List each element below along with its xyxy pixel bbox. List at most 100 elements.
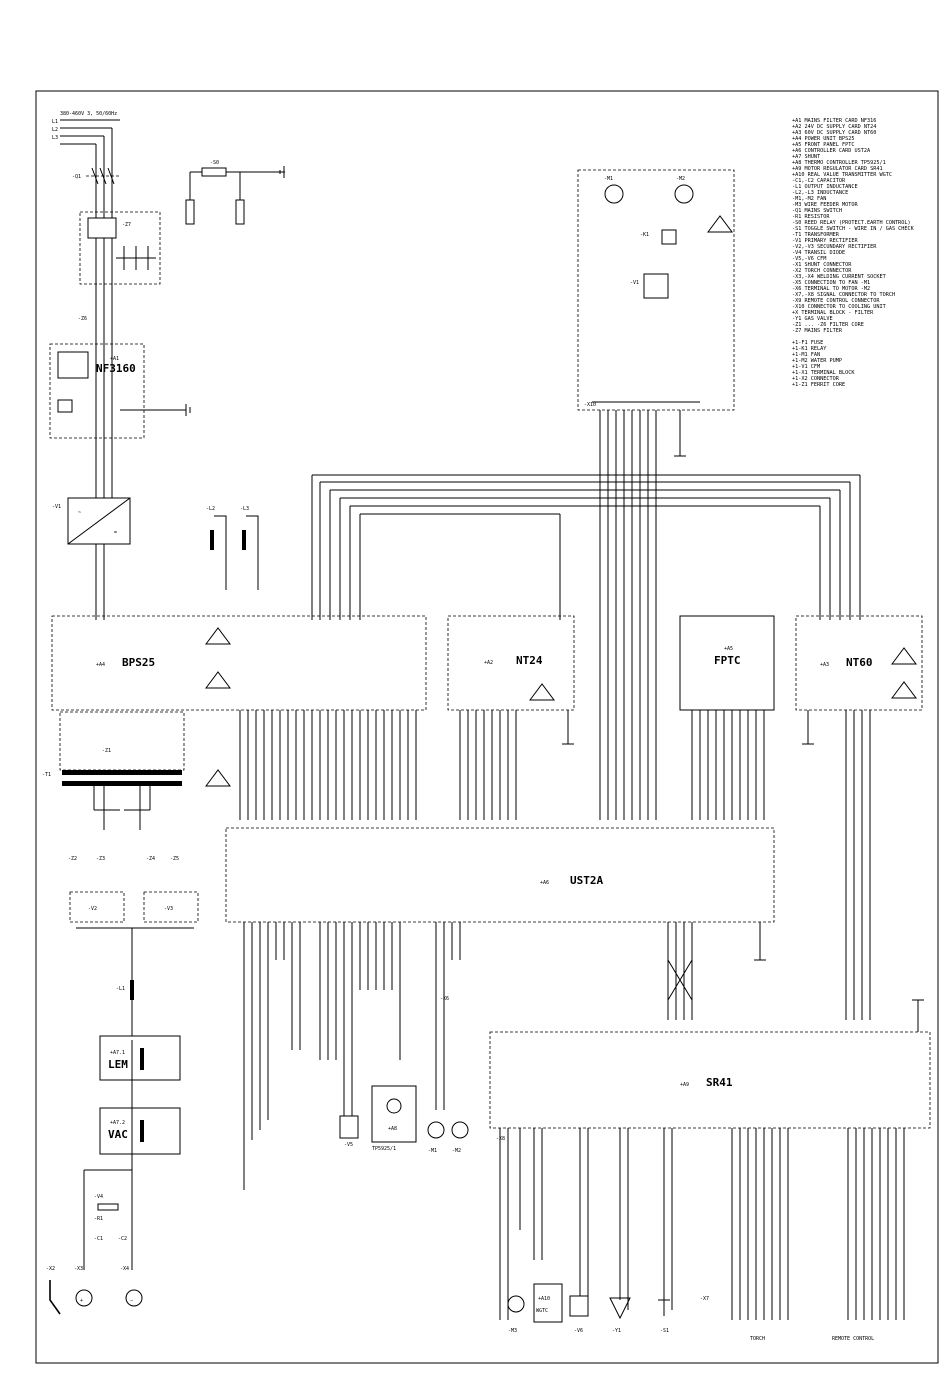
x10-label: -X10 xyxy=(584,402,596,408)
legend-3: +A4 POWER UNIT BPS25 xyxy=(792,136,854,142)
plus-label: + xyxy=(80,1298,83,1304)
s1-label: -S1 xyxy=(660,1328,669,1334)
legend-33: -Y1 GAS VALVE xyxy=(792,316,833,322)
plus-socket-icon xyxy=(75,1289,93,1307)
a1-ref: +A1 xyxy=(110,356,119,362)
a3-name: NT60 xyxy=(846,656,873,669)
legend-19: -T1 TRANSFORMER xyxy=(792,232,840,238)
block-a5-fptc: +A5 FPTC xyxy=(679,615,775,820)
legend-28: -X6 TERMINAL TO MOTOR -M2 xyxy=(792,286,870,292)
svg-text:=: = xyxy=(114,530,117,536)
a1-name: NF3160 xyxy=(96,362,136,375)
svg-text:~: ~ xyxy=(78,510,81,516)
legend-16: -R1 RESISTOR xyxy=(792,214,830,220)
block-a1-nf3160: +A1 NF3160 xyxy=(49,343,191,439)
cfm-v5: -V5 xyxy=(339,1115,359,1148)
output-filter: -V4 -R1 -C1 -C2 -X2 -X3 -X4 + − xyxy=(46,1040,143,1315)
legend2-0: +1-F1 FUSE xyxy=(792,340,823,346)
block-a6-ust2a: +A6 UST2A xyxy=(225,827,775,1190)
secondary-rectifiers: -Z2 -Z3 -Z4 -Z5 -V2 -V3 -L1 xyxy=(68,856,199,1040)
v6-label: -V6 xyxy=(574,1328,583,1334)
legend-14: -M3 WIRE FEEDER MOTOR xyxy=(792,202,858,208)
wire-harness xyxy=(311,410,861,820)
legend-21: -V2,-V3 SECUNDARY RECTIFIER xyxy=(792,244,877,250)
z3-label: -Z3 xyxy=(96,856,105,862)
mains-switch-q1: -Q1 xyxy=(72,167,120,185)
legend-9: +A10 REAL VALUE TRANSMITTER WGTC xyxy=(792,172,892,178)
legend-4: +A5 FRONT PANEL FPTC xyxy=(792,142,854,148)
a2-ref: +A2 xyxy=(484,660,493,666)
z7-label: -Z7 xyxy=(122,222,131,228)
legend-8: +A9 MOTOR REGULATOR CARD SR41 xyxy=(792,166,883,172)
v3-label: -V3 xyxy=(164,906,173,912)
l2-label: -L2 xyxy=(206,506,215,512)
block-a4-bps25: +A4 BPS25 xyxy=(51,615,427,820)
m3-label: -M3 xyxy=(508,1328,517,1334)
x7-label: -X7 xyxy=(700,1296,709,1302)
k1-label: -K1 xyxy=(640,232,649,238)
transformer-t1: -Z1 -T1 xyxy=(42,711,231,830)
c1-label: -C1 xyxy=(94,1236,103,1242)
z2-label: -Z2 xyxy=(68,856,77,862)
z6-label: -Z6 xyxy=(78,316,87,322)
legend-34: -Z1 ... -Z6 FILTER CORE xyxy=(792,322,864,328)
legend2-6: +1-X2 CONNECTOR xyxy=(792,376,840,382)
z5-label: -Z5 xyxy=(170,856,179,862)
legend-7: +A8 THERMO CONTROLLER TP5925/1 xyxy=(792,160,886,166)
vac-name: VAC xyxy=(108,1128,128,1141)
a2-name: NT24 xyxy=(516,654,543,667)
legend-0: +A1 MAINS FILTER CARD NF316 xyxy=(792,118,876,124)
legend-22: -V4 TRANSIL DIODE xyxy=(792,250,845,256)
r1-label: -R1 xyxy=(94,1216,103,1222)
c2-label: -C2 xyxy=(118,1236,127,1242)
legend: +A1 MAINS FILTER CARD NF316 +A2 24V DC S… xyxy=(792,118,915,388)
a6-ref: +A6 xyxy=(540,880,549,886)
legend2-7: +1-Z1 FERRIT CORE xyxy=(792,382,845,388)
x2-label: -X2 xyxy=(46,1266,55,1272)
l3-label: -L3 xyxy=(240,506,249,512)
a10-name: WGTC xyxy=(536,1308,548,1314)
a9-ref: +A9 xyxy=(680,1082,689,1088)
legend-5: +A6 CONTROLLER CARD UST2A xyxy=(792,148,871,154)
a6-name: UST2A xyxy=(570,874,603,887)
minus-label: − xyxy=(130,1298,133,1304)
legend-31: -X10 CONNECTOR TO COOLING UNIT xyxy=(792,304,886,310)
block-a3-nt60: +A3 NT60 xyxy=(795,615,923,1020)
legend-18: -S1 TOGGLE SWITCH - WIRE IN / GAS CHECK xyxy=(792,226,915,232)
legend-10: -C1,-C2 CAPACITOR xyxy=(792,178,846,184)
v4-label: -V4 xyxy=(94,1194,103,1200)
minus-socket-icon xyxy=(125,1289,143,1307)
primary-rectifier-v1: -V1 ~ = xyxy=(52,497,131,620)
y1-label: -Y1 xyxy=(612,1328,621,1334)
s0-label: -S0 xyxy=(210,160,219,166)
supply-label: 380-460V 3, 50/60Hz xyxy=(60,111,117,117)
x6-label: -X6 xyxy=(440,996,449,1002)
legend-15: -Q1 MAINS SWITCH xyxy=(792,208,842,214)
a8-name: TP5925/1 xyxy=(372,1146,396,1152)
block-a2-nt24: +A2 NT24 xyxy=(447,615,575,820)
legend-2: +A3 60V DC SUPPLY CARD NT60 xyxy=(792,130,876,136)
t1-label: -T1 xyxy=(42,772,51,778)
fans-bottom: -M1 -M2 xyxy=(427,1121,469,1154)
legend-20: -V1 PRIMARY RECTIFIER xyxy=(792,238,858,244)
legend-25: -X2 TORCH CONNECTOR xyxy=(792,268,852,274)
phase-l1: L1 xyxy=(52,119,58,125)
legend2-3: +1-M2 WATER PUMP xyxy=(792,358,842,364)
reed-relay-s0: -S0 xyxy=(185,160,285,225)
lem-name: LEM xyxy=(108,1058,128,1071)
legend2-1: +1-K1 RELAY xyxy=(792,346,827,352)
a4-ref: +A4 xyxy=(96,662,105,668)
m1-label: -M1 xyxy=(604,176,613,182)
legend-29: -X7,-X8 SIGNAL CONNECTOR TO TORCH xyxy=(792,292,895,298)
a5-ref: +A5 xyxy=(724,646,733,652)
cooling-unit: -M1 -M2 -K1 -V1 -X10 xyxy=(577,169,735,457)
m1b-label: -M1 xyxy=(428,1148,437,1154)
remote-control-label: REMOTE CONTROL xyxy=(832,1336,874,1342)
legend2-5: +1-X1 TERMINAL BLOCK xyxy=(792,370,855,376)
inductance-l2-l3: -L2 -L3 xyxy=(206,506,259,590)
legend-27: -X5 CONNECTION TO FAN -M1 xyxy=(792,280,870,286)
v1-label: -V1 xyxy=(52,504,61,510)
block-a9-sr41: +A9 SR41 xyxy=(489,999,931,1320)
feeder-section: -M3 +A10 WGTC -V6 -Y1 -S1 TORCH REMOTE C… xyxy=(507,1283,874,1342)
legend-17: -S0 REED RELAY (PROTECT.EARTH CONTROL) xyxy=(792,220,911,226)
